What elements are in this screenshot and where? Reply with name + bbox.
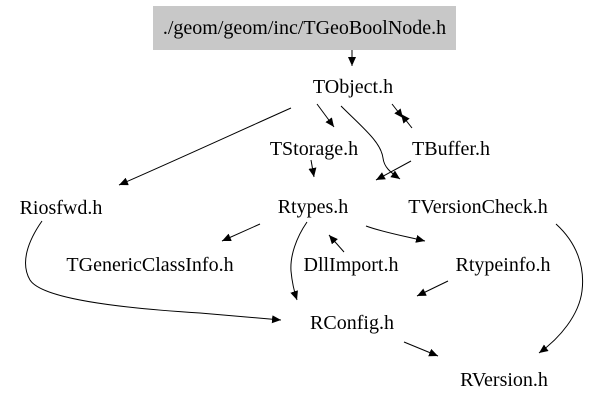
node-rconfig-h[interactable]: RConfig.h xyxy=(310,312,394,334)
node-riosfwd-h[interactable]: Riosfwd.h xyxy=(19,197,103,219)
node-tbuffer-h[interactable]: TBuffer.h xyxy=(412,138,490,160)
node-tgeoboolnode-root: ./geom/geom/inc/TGeoBoolNode.h xyxy=(153,6,456,50)
node-dllimport-h[interactable]: DllImport.h xyxy=(303,254,399,276)
edge-tstorage-rtypes xyxy=(308,159,317,178)
node-tstorage-h[interactable]: TStorage.h xyxy=(269,138,359,160)
node-rtypes-h[interactable]: Rtypes.h xyxy=(277,196,349,218)
edge-tversioncheck-rversion xyxy=(538,223,584,354)
edge-rconfig-rversion xyxy=(403,341,439,357)
edge-tobject-tversioncheck xyxy=(340,105,401,180)
edge-rtypeinfo-rconfig xyxy=(416,280,449,297)
edge-tobject-tstorage xyxy=(316,103,335,128)
node-rtypeinfo-h[interactable]: Rtypeinfo.h xyxy=(455,254,551,276)
node-tgenericclassinfo-h[interactable]: TGenericClassInfo.h xyxy=(66,254,234,276)
edge-tbuffer-tobject xyxy=(400,113,413,129)
edge-dllimport-rtypes xyxy=(328,234,345,253)
node-tversioncheck-h[interactable]: TVersionCheck.h xyxy=(408,196,548,218)
edge-tobject-tbuffer xyxy=(391,103,404,119)
edge-rtypes-rconfig xyxy=(290,221,308,301)
edge-rtypes-rtypeinfo xyxy=(365,225,426,243)
edge-tbuffer-rtypes xyxy=(375,160,412,181)
edge-rtypes-tgenericclassinfo xyxy=(221,223,261,242)
node-rversion-h[interactable]: RVersion.h xyxy=(460,369,548,391)
node-tobject-h[interactable]: TObject.h xyxy=(312,76,394,98)
edge-tobject-riosfwd xyxy=(118,107,292,186)
edge-riosfwd-rconfig xyxy=(25,220,282,324)
